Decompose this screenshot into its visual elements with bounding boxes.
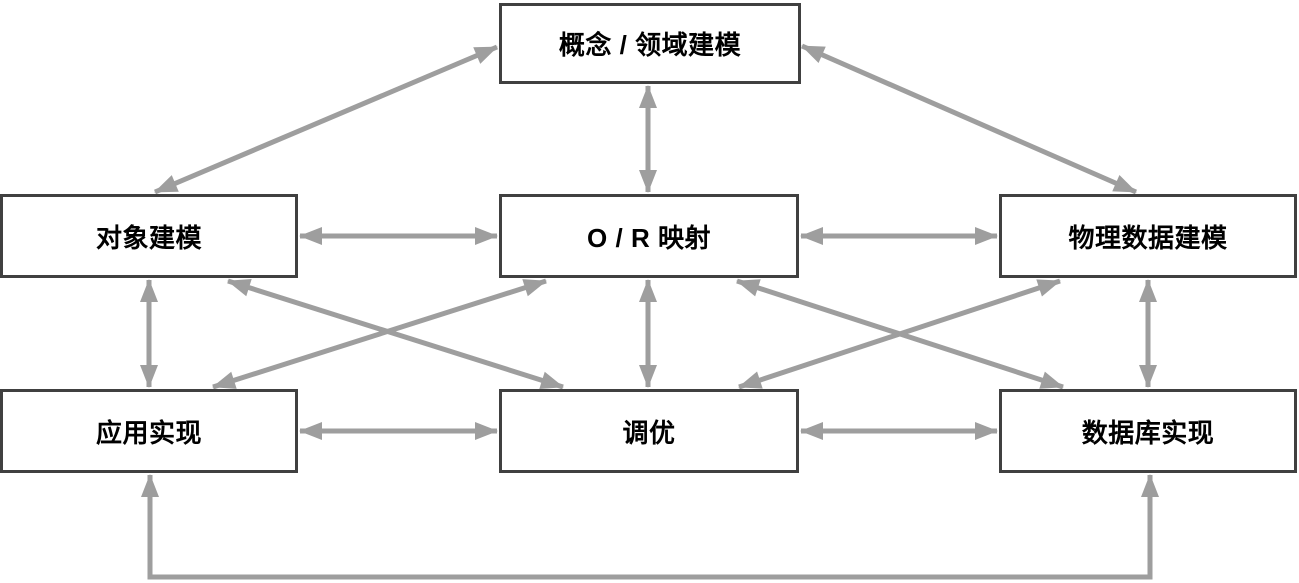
node-label: 对象建模 xyxy=(95,222,202,253)
node-label: 调优 xyxy=(622,417,676,448)
node-application-implementation: 应用实现 xyxy=(0,389,298,473)
edge-object-modeling-tuning xyxy=(227,278,564,390)
edge-or-mapping-database-implementation xyxy=(736,278,1064,390)
node-physical-data-modeling: 物理数据建模 xyxy=(999,194,1297,278)
node-label: O / R 映射 xyxy=(587,222,711,253)
node-tuning: 调优 xyxy=(499,389,799,473)
node-label: 应用实现 xyxy=(95,417,202,448)
node-database-implementation: 数据库实现 xyxy=(999,389,1297,473)
edge-concept-physical-data-modeling xyxy=(800,43,1138,195)
node-concept-domain-modeling: 概念 / 领域建模 xyxy=(499,3,801,84)
node-label: 数据库实现 xyxy=(1081,417,1215,448)
edge-physical-data-modeling-tuning xyxy=(738,278,1061,390)
edge-application-implementation-database-implementation-bottom xyxy=(141,474,1159,580)
edge-concept-object-modeling xyxy=(154,44,498,195)
node-label: 概念 / 领域建模 xyxy=(558,30,742,60)
edge-or-mapping-application-implementation xyxy=(212,278,547,390)
node-object-modeling: 对象建模 xyxy=(0,194,298,278)
node-label: 物理数据建模 xyxy=(1068,222,1228,253)
node-or-mapping: O / R 映射 xyxy=(499,194,799,278)
